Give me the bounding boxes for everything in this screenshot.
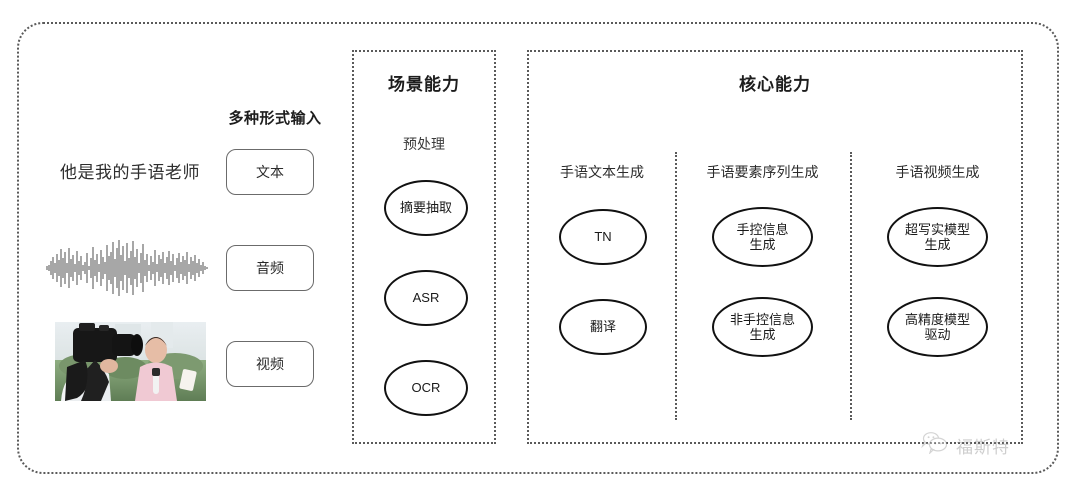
scene-panel-subtitle: 预处理: [403, 136, 445, 152]
core-column-0-head: 手语文本生成: [560, 164, 644, 180]
sample-text: 他是我的手语老师: [60, 163, 200, 182]
camera-operator-photo: [55, 322, 206, 401]
audio-waveform: [44, 236, 210, 300]
node-ocr[interactable]: OCR: [384, 360, 468, 416]
core-column-sign-text-generation: 手语文本生成 TN 翻译: [529, 52, 675, 442]
node-hyperrealistic-model-generation[interactable]: 超写实模型 生成: [887, 207, 988, 267]
node-asr[interactable]: ASR: [384, 270, 468, 326]
watermark-text: 福斯特: [956, 438, 1010, 458]
input-chip-audio[interactable]: 音频: [226, 245, 314, 291]
node-manual-feature-generation[interactable]: 手控信息 生成: [712, 207, 813, 267]
inputs-title: 多种形式输入: [228, 110, 322, 127]
outer-frame: [17, 22, 1059, 474]
watermark: 福斯特: [920, 432, 1010, 459]
core-column-sign-element-sequence-generation: 手语要素序列生成 手控信息 生成 非手控信息 生成: [675, 52, 850, 442]
core-column-2-head: 手语视频生成: [895, 164, 980, 180]
node-tn[interactable]: TN: [559, 209, 647, 265]
input-chip-text[interactable]: 文本: [226, 149, 314, 195]
core-capability-panel: 核心能力 手语文本生成 TN 翻译 手语要素序列生成 手控信息 生成 非手控信息…: [527, 50, 1023, 444]
input-chip-video[interactable]: 视频: [226, 341, 314, 387]
node-non-manual-feature-generation[interactable]: 非手控信息 生成: [712, 297, 813, 357]
node-summary-extraction[interactable]: 摘要抽取: [384, 180, 468, 236]
column-divider-2: [850, 152, 852, 420]
core-column-sign-video-generation: 手语视频生成 超写实模型 生成 高精度模型 驱动: [850, 52, 1025, 442]
column-divider-1: [675, 152, 677, 420]
node-translation[interactable]: 翻译: [559, 299, 647, 355]
core-panel-title: 核心能力: [739, 75, 811, 94]
node-high-precision-model-driving[interactable]: 高精度模型 驱动: [887, 297, 988, 357]
core-column-1-head: 手语要素序列生成: [706, 164, 819, 180]
scene-panel-title: 场景能力: [388, 75, 460, 94]
wechat-bubbles-icon: [920, 432, 950, 459]
scene-capability-panel: 场景能力 预处理 摘要抽取 ASR OCR: [352, 50, 496, 444]
